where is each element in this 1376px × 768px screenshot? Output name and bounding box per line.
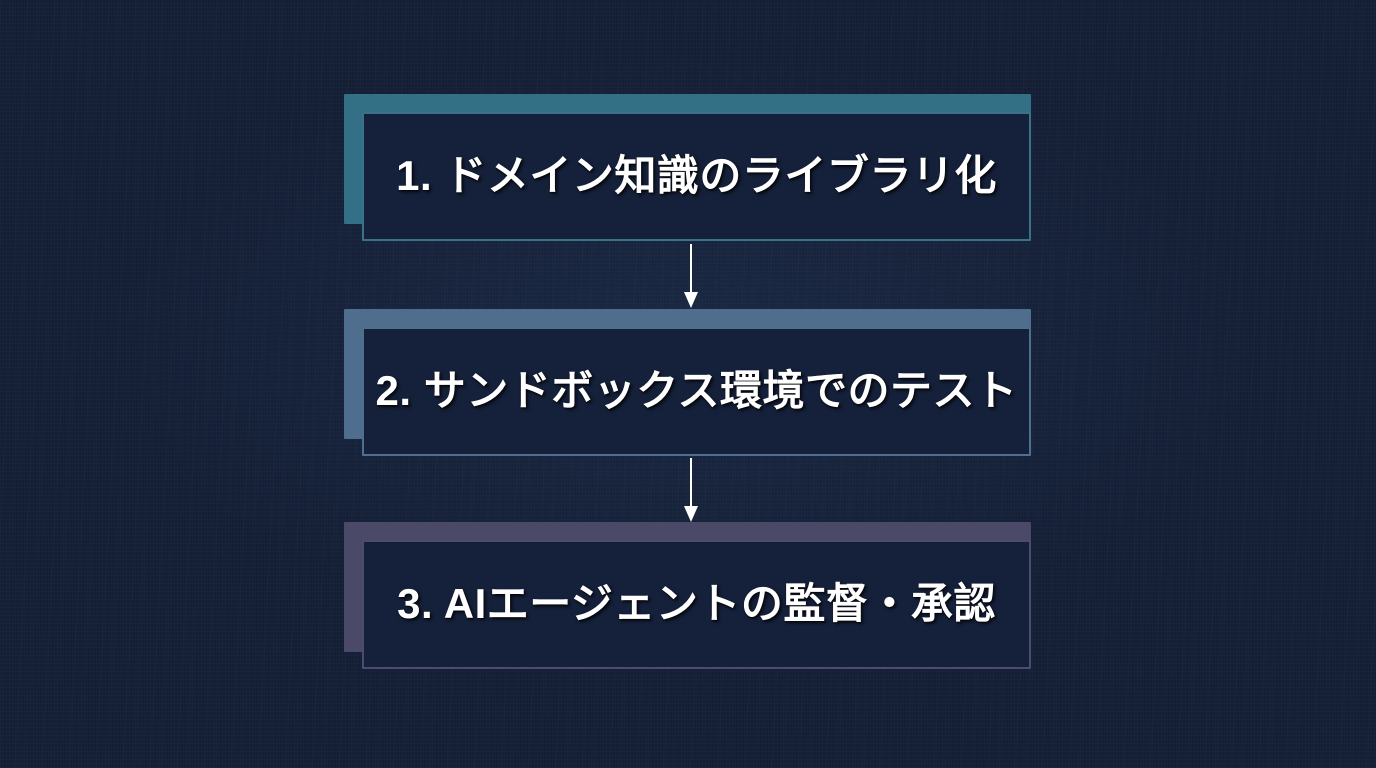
connector-arrow-2 xyxy=(681,458,701,524)
step-1-label: 1. ドメイン知識のライブラリ化 xyxy=(396,152,997,200)
step-2-label: 2. サンドボックス環境でのテスト xyxy=(375,367,1018,415)
connector-arrow-1 xyxy=(681,244,701,310)
down-arrow-icon xyxy=(684,458,698,522)
step-1-box[interactable]: 1. ドメイン知識のライブラリ化 xyxy=(362,112,1031,241)
step-3-box[interactable]: 3. AIエージェントの監督・承認 xyxy=(362,540,1031,669)
down-arrow-icon xyxy=(684,244,698,308)
step-3-label: 3. AIエージェントの監督・承認 xyxy=(397,580,996,628)
step-2-box[interactable]: 2. サンドボックス環境でのテスト xyxy=(362,327,1031,456)
